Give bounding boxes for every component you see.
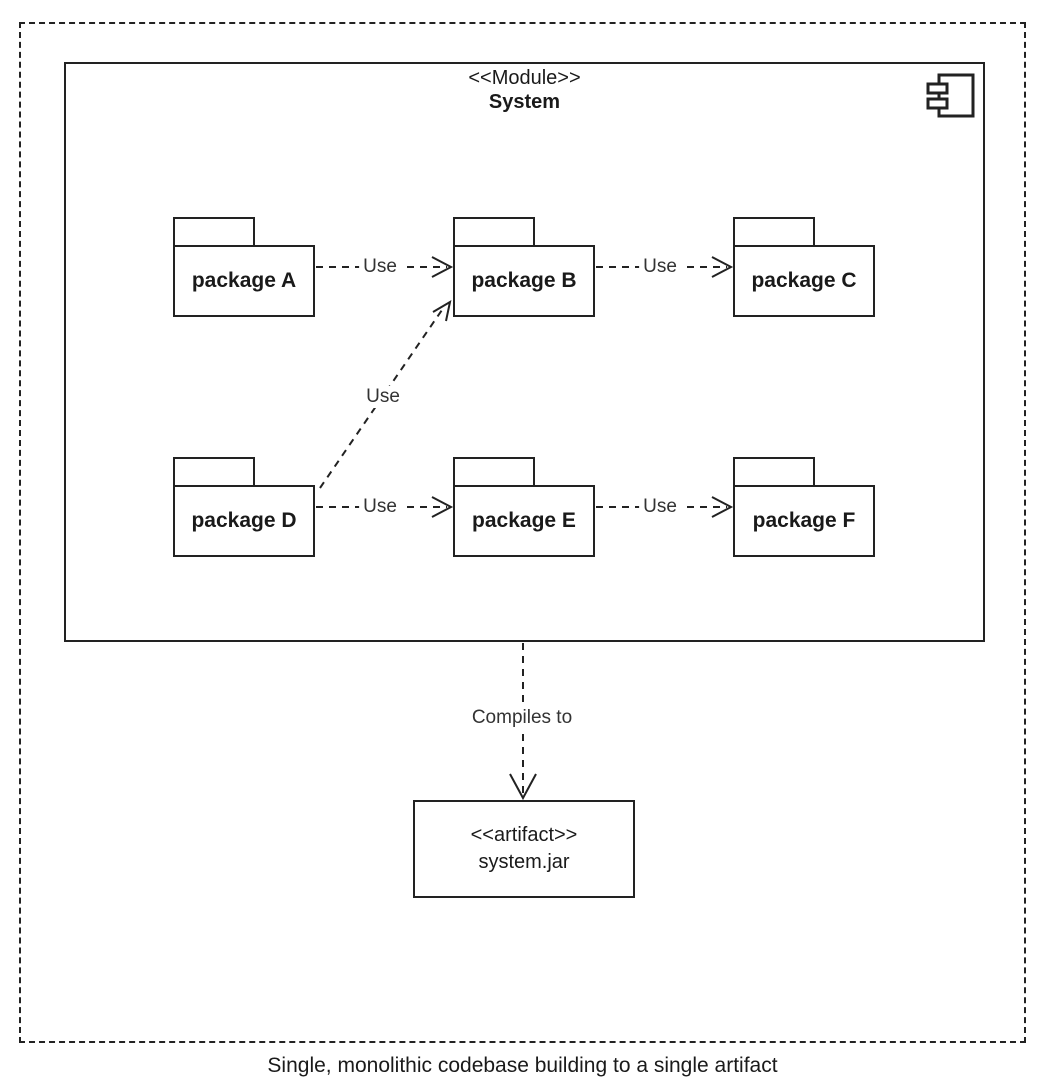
package-c-tab [733,217,815,247]
package-c-label: package C [751,269,857,292]
package-a-label: package A [191,269,297,292]
component-icon-tab-bottom [926,97,949,110]
package-d-tab [173,457,255,487]
package-c: package C [733,217,875,317]
compiles-to-label: Compiles to [467,707,577,729]
module-name: System [488,91,561,113]
package-b: package B [453,217,595,317]
package-f-tab [733,457,815,487]
package-a-body: package A [173,245,315,317]
package-a-tab [173,217,255,247]
package-d-label: package D [191,509,297,532]
package-a: package A [173,217,315,317]
component-icon-body [937,73,975,118]
uml-component-icon [926,73,975,118]
outer-dashed-boundary [19,22,1026,1043]
package-d-body: package D [173,485,315,557]
artifact-node: <<artifact>> system.jar [413,800,635,898]
artifact-stereotype: <<artifact>> [470,824,578,846]
package-b-label: package B [471,269,577,292]
package-d: package D [173,457,315,557]
use-label-b-to-c: Use [639,256,681,278]
package-f-label: package F [752,509,856,532]
system-module-title: <<Module>> System [64,66,985,114]
package-f-body: package F [733,485,875,557]
package-c-body: package C [733,245,875,317]
package-f: package F [733,457,875,557]
artifact-name: system.jar [478,851,570,873]
module-stereotype: <<Module>> [468,67,581,89]
package-b-body: package B [453,245,595,317]
diagram-caption: Single, monolithic codebase building to … [267,1054,778,1077]
package-e-label: package E [472,509,576,532]
package-e-tab [453,457,535,487]
component-icon-tab-top [926,82,949,95]
use-label-e-to-f: Use [639,496,681,518]
package-e: package E [453,457,595,557]
use-label-d-to-b: Use [362,386,404,408]
package-e-body: package E [453,485,595,557]
use-label-d-to-e: Use [359,496,401,518]
use-label-a-to-b: Use [359,256,401,278]
package-b-tab [453,217,535,247]
